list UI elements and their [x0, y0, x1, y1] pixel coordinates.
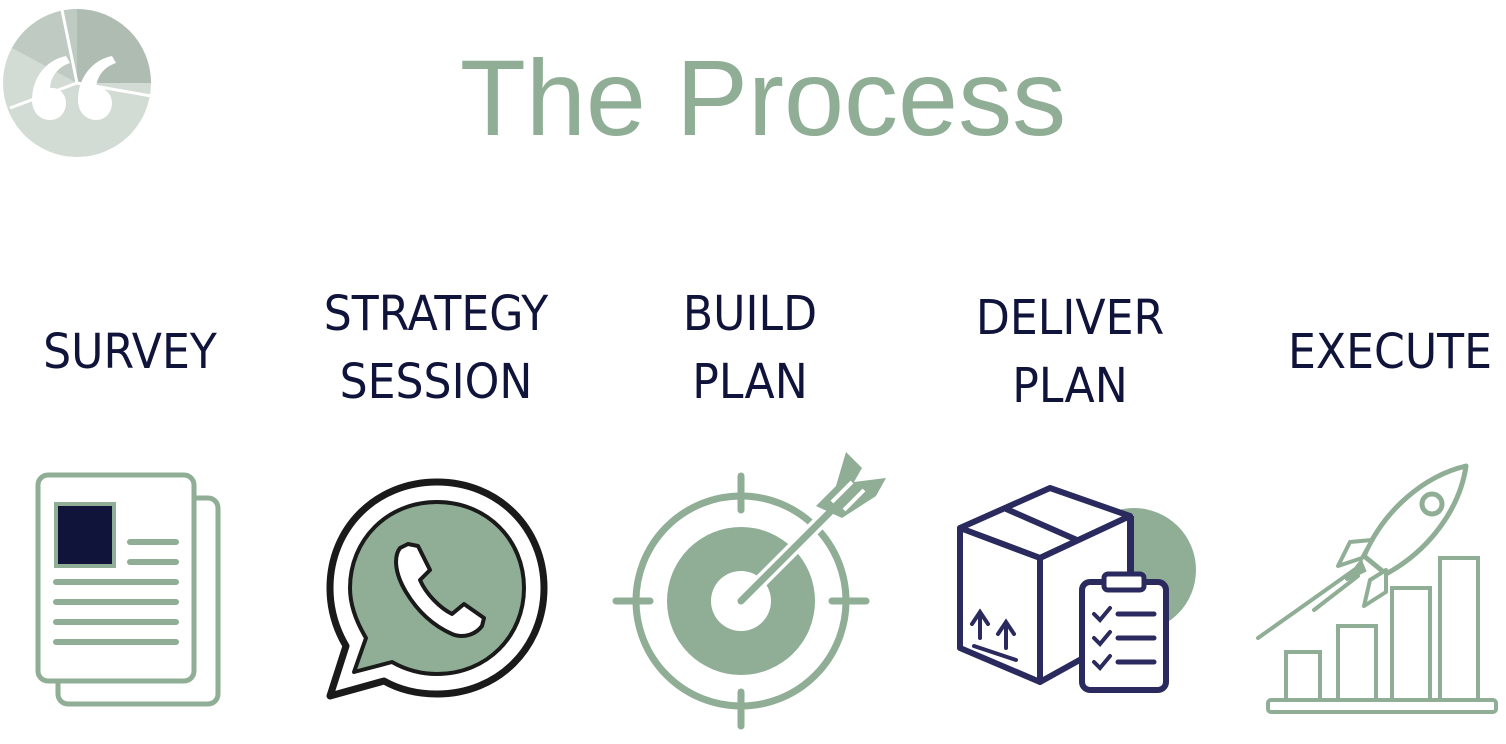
target-arrow-icon: [612, 452, 886, 730]
step-label-build-plan: BUILD PLAN: [682, 286, 818, 410]
whatsapp-phone-icon: [326, 478, 548, 700]
document-icon: [35, 472, 221, 707]
step-label-deliver-plan: DELIVER PLAN: [975, 290, 1165, 414]
step-label-execute: EXECUTE: [1287, 324, 1493, 380]
quote-logo-icon: [3, 9, 152, 157]
package-checklist-icon: [957, 485, 1196, 693]
step-label-survey: SURVEY: [43, 324, 217, 380]
rocket-growth-icon: [1256, 463, 1498, 714]
step-label-strategy-session: STRATEGY SESSION: [323, 286, 549, 410]
page-title: The Process: [459, 37, 1067, 158]
